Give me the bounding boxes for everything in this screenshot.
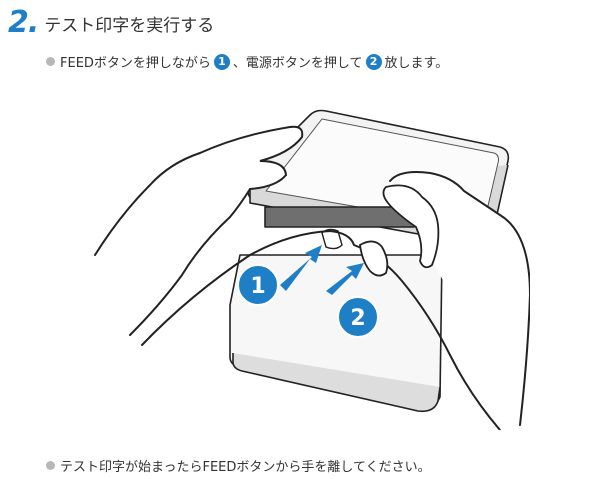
callout-2: 2 [337,296,379,338]
printer-hands-illustration: 1 2 [94,109,530,430]
instruction-part1: FEEDボタンを押しながら [60,56,211,71]
bullet-dot-icon [46,461,55,470]
note-line: テスト印字が始まったらFEEDボタンから手を離してください。 [46,456,431,475]
callout-1-label: 1 [250,274,265,299]
bullet-dot-icon [46,57,55,66]
callout-2-label: 2 [350,306,365,331]
instruction-part2: 、電源ボタンを押して [232,56,363,71]
step-number: 2. [8,5,39,40]
power-button [321,228,343,250]
callout-1: 1 [237,264,279,306]
step-badge-1: 1 [213,53,230,70]
front-thumb [359,240,389,277]
arrow-1-icon [280,245,322,291]
right-hand-fingers [382,184,440,269]
left-hand [94,125,304,336]
note-text: テスト印字が始まったらFEEDボタンから手を離してください。 [60,460,431,475]
front-hand [141,229,501,430]
instruction-part3: 放します。 [384,56,449,71]
step-title: テスト印字を実行する [44,16,215,36]
arrow-2-icon [326,263,364,295]
step-badge-2: 2 [365,53,382,70]
printer-body [229,254,443,413]
instruction-line: FEEDボタンを押しながら 1 、電源ボタンを押して 2 放します。 [46,52,448,71]
step-header: 2. テスト印字を実行する [8,6,214,38]
